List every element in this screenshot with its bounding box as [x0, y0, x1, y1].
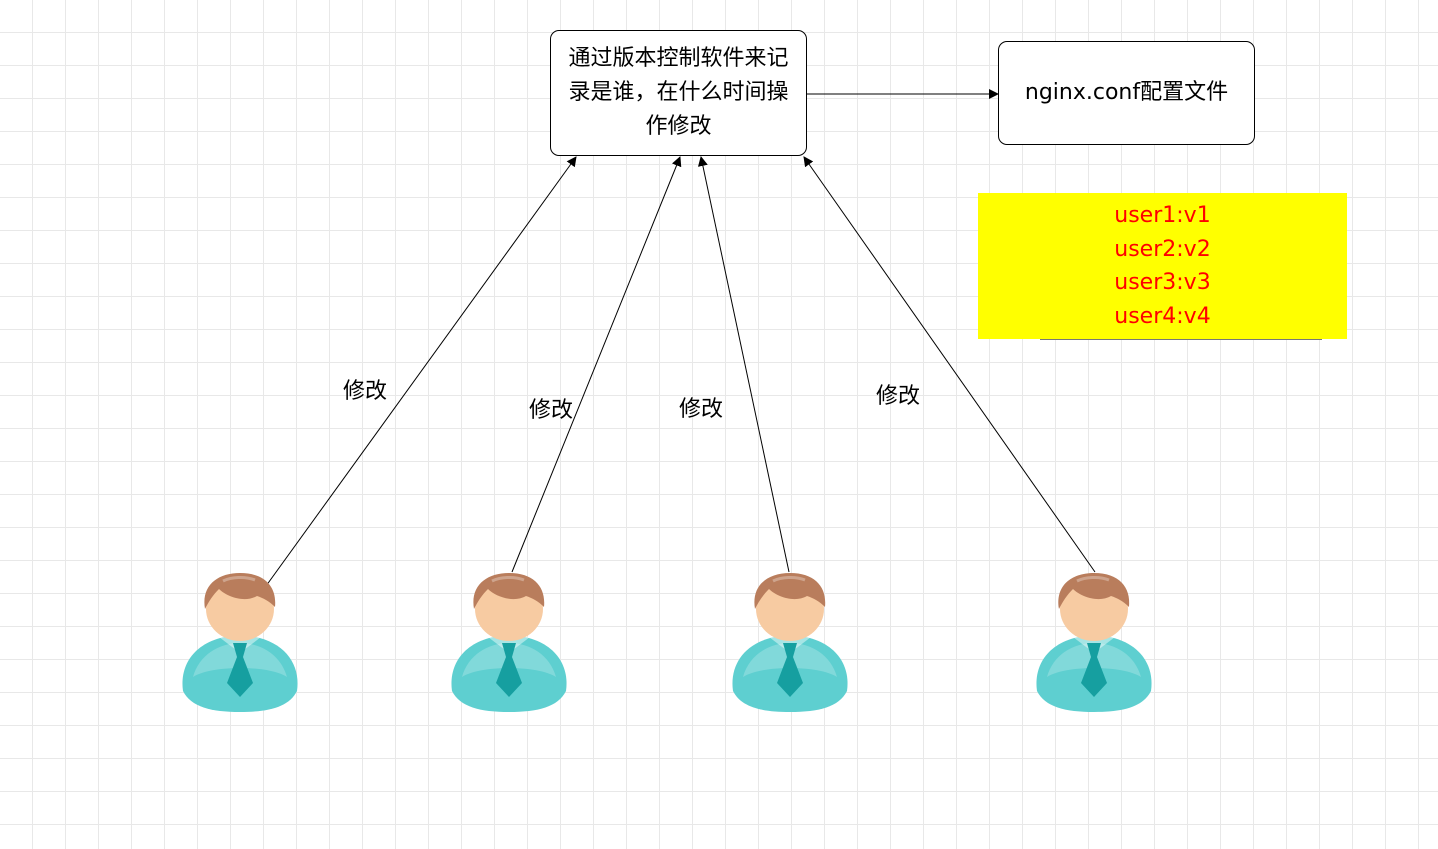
user-figure-1[interactable]: [179, 571, 301, 713]
note-line-user3: user3:v3: [1114, 270, 1211, 295]
version-note[interactable]: user1:v1 user2:v2 user3:v3 user4:v4: [978, 193, 1347, 339]
edge-user-2-to-vcs[interactable]: [511, 156, 682, 573]
note-line-user4: user4:v4: [1114, 303, 1211, 329]
user-icon: [729, 571, 851, 717]
edge-user-1-to-vcs[interactable]: [265, 156, 577, 587]
edge-label-user-3: 修改: [679, 397, 724, 422]
nginx-config-node[interactable]: nginx.conf配置文件: [998, 41, 1255, 145]
edge-label-user-4: 修改: [876, 384, 921, 409]
edge-label-user-1: 修改: [343, 379, 388, 404]
user-icon: [179, 571, 301, 717]
note-line-user1: user1:v1: [1114, 203, 1211, 228]
version-control-node[interactable]: 通过版本控制软件来记录是谁，在什么时间操作修改: [550, 30, 807, 156]
edge-user-3-to-vcs[interactable]: [697, 156, 790, 573]
nginx-config-node-label: nginx.conf配置文件: [1024, 80, 1229, 105]
version-control-node-label: 通过版本控制软件来记录是谁，在什么时间操作修改: [568, 46, 789, 139]
edge-user-4-to-vcs[interactable]: [803, 156, 1096, 573]
note-line-user2: user2:v2: [1114, 236, 1211, 262]
user-figure-2[interactable]: [448, 571, 570, 713]
edge-label-user-2: 修改: [529, 398, 574, 423]
user-figure-4[interactable]: [1033, 571, 1155, 713]
note-underline: [1040, 339, 1322, 340]
user-figure-3[interactable]: [729, 571, 851, 713]
user-icon: [1033, 571, 1155, 717]
user-icon: [448, 571, 570, 717]
